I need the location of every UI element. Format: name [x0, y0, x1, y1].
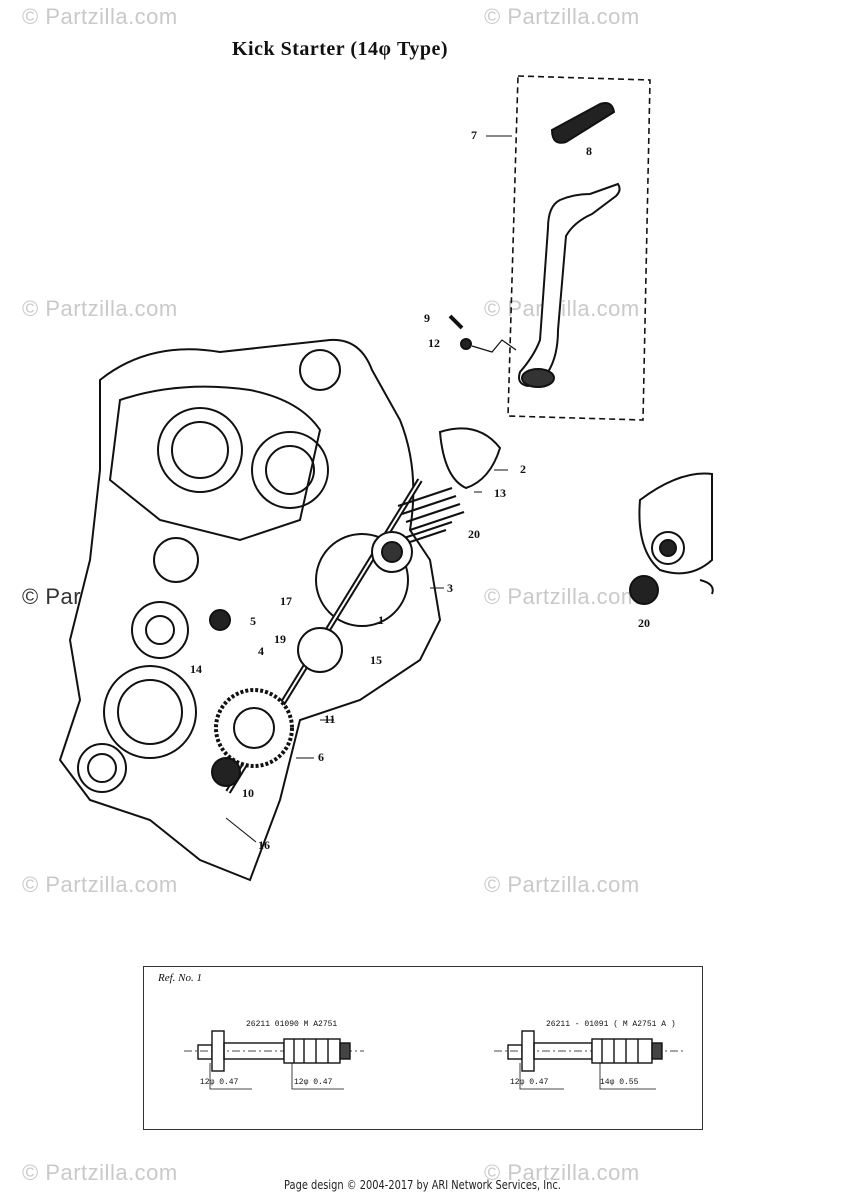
watermark: © Partzilla.com	[22, 4, 178, 29]
watermark: © Partzilla.com	[22, 872, 178, 897]
watermark: © Partzilla.com	[484, 872, 640, 897]
callout: 1	[378, 613, 384, 627]
bolt	[448, 314, 464, 330]
callout: 10	[242, 786, 254, 800]
watermark: © Partzilla.com	[22, 296, 178, 321]
callout: 15	[370, 653, 382, 667]
dim-left-1: 12φ 0.47	[200, 1078, 239, 1087]
watermark: © Partzilla.com	[484, 4, 640, 29]
callout: 8	[586, 144, 592, 158]
callout: 20	[468, 527, 480, 541]
diagram-title: Kick Starter (14φ Type)	[232, 38, 448, 60]
watermark: © Partzilla.com	[484, 1160, 640, 1185]
callout: 5	[250, 614, 256, 628]
footer-copyright: Page design © 2004-2017 by ARI Network S…	[284, 1178, 561, 1192]
callout: 6	[318, 750, 324, 764]
callout: 14	[190, 662, 202, 676]
dim-right-2: 14φ 0.55	[600, 1078, 639, 1087]
part-number-left: 26211 01090 M A2751	[246, 1020, 338, 1029]
watermark: © Partzilla.com	[484, 584, 640, 609]
callout: 2	[520, 462, 526, 476]
callout: 20	[638, 616, 650, 630]
callout: 7	[471, 128, 477, 142]
dim-right-1: 12φ 0.47	[510, 1078, 549, 1087]
part-number-right: 26211 - 01091 ( M A2751 A )	[546, 1020, 676, 1029]
assembly-7-box	[507, 75, 651, 421]
washer	[460, 338, 472, 350]
crankcase	[58, 338, 442, 882]
watermark: © Partzilla.com	[22, 1160, 178, 1185]
callout: 4	[258, 644, 264, 658]
callout: 3	[447, 581, 453, 595]
callout: 17	[280, 594, 292, 608]
kick-arm	[518, 182, 621, 388]
dim-left-2: 12φ 0.47	[294, 1078, 333, 1087]
callout: 13	[494, 486, 506, 500]
callout: 19	[274, 632, 286, 646]
callout: 12	[428, 336, 440, 350]
callout: 16	[258, 838, 270, 852]
watermark: © Partzilla.com	[484, 296, 640, 321]
callout: 11	[324, 712, 336, 726]
ref-inset: Ref. No. 1 26211 01090 M A2751 26211 - 0…	[143, 966, 703, 1130]
inset-ref-label: Ref. No. 1	[158, 972, 202, 984]
shaft-drawings	[184, 1030, 684, 1090]
pedal-rubber	[550, 102, 616, 144]
callout: 9	[424, 311, 430, 325]
